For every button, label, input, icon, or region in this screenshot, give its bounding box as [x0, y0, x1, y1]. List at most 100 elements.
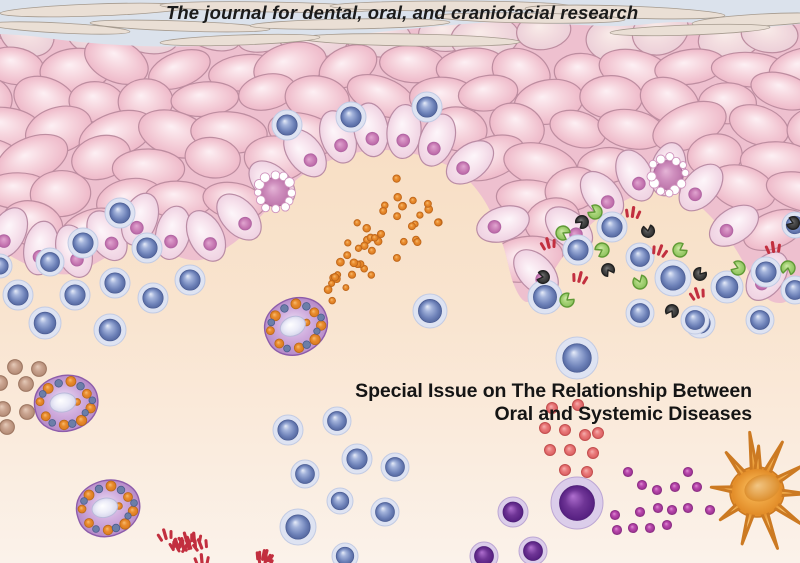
bacterium-orange	[349, 258, 359, 268]
bacterium-orange	[362, 223, 371, 233]
cell-body	[375, 502, 395, 522]
immune-cell-blue	[562, 234, 594, 266]
rose-signal-dot	[592, 427, 604, 439]
rose-signal-dot	[572, 399, 584, 411]
vesicle-bead	[671, 156, 681, 166]
green-cytokine-icon	[632, 274, 648, 290]
red-bacterium	[197, 534, 203, 544]
black-cytokine-icon	[536, 270, 550, 285]
cell-membrane	[0, 207, 29, 259]
immune-cell-blue	[326, 487, 354, 515]
rose-signal-chain	[539, 399, 604, 478]
granule-blue	[313, 327, 321, 335]
red-bacterium	[156, 533, 163, 542]
bacterium-orange	[354, 244, 363, 252]
vesicle-bead	[253, 188, 263, 197]
granule-blue	[283, 344, 291, 353]
macrophage-cell	[263, 296, 329, 356]
engulfed-bacterium-orange	[274, 338, 285, 349]
rose-signal-dot	[544, 444, 556, 456]
magenta-signal-dot	[666, 504, 678, 516]
cell-nucleus	[632, 176, 646, 191]
cell-body	[630, 303, 650, 323]
cell-body	[559, 485, 595, 521]
magenta-signal-dot	[682, 466, 694, 478]
red-bacterium	[193, 557, 199, 563]
cell-body	[502, 501, 524, 523]
immune-cell-blue	[131, 232, 163, 264]
cell-body	[601, 216, 623, 238]
immune-cell-blue	[271, 109, 303, 141]
cell-body	[64, 284, 86, 306]
granule-blue	[54, 379, 63, 388]
tan-vesicle	[18, 376, 34, 392]
magenta-signal-dot	[611, 524, 623, 536]
granule-blue	[94, 484, 104, 494]
vesicle-bead	[656, 186, 666, 196]
mucus-streak	[609, 23, 771, 37]
granule-blue	[116, 485, 126, 495]
red-bacterium	[572, 273, 576, 283]
immune-cell-blue	[780, 275, 800, 305]
vesicle-bead	[270, 170, 281, 181]
immune-cell-blue	[625, 242, 655, 272]
cell-body	[418, 299, 442, 323]
cell-membrane	[445, 140, 495, 185]
red-bacterium	[257, 557, 262, 563]
red-bacterium	[263, 554, 268, 563]
green-cytokine-icon	[730, 260, 746, 276]
red-bacteria-cluster	[257, 554, 274, 563]
cell-body	[327, 411, 347, 431]
immune-cell-blue	[555, 336, 599, 380]
cell-body	[335, 546, 355, 563]
immune-cell-blue	[0, 253, 13, 279]
tan-vesicle	[31, 361, 47, 377]
red-bacterium	[552, 239, 556, 249]
engulfed-bacterium-orange	[84, 518, 94, 528]
cell-nucleus	[238, 216, 252, 231]
red-bacterium	[764, 245, 771, 254]
vesicle-bead	[280, 202, 290, 212]
red-bacterium	[171, 540, 176, 550]
engulfed-bacterium-orange	[119, 518, 131, 530]
bacterium-orange	[409, 196, 417, 205]
vesicle-bead	[278, 171, 289, 182]
red-bacterium	[770, 241, 776, 253]
mucus-streak	[0, 21, 131, 35]
magenta-signal-dot	[691, 481, 703, 493]
engulfed-bacterium-orange	[123, 492, 133, 502]
vesicle-bead	[665, 152, 675, 162]
red-bacterium	[694, 287, 700, 299]
cell-body	[755, 261, 777, 283]
vesicle-bead	[679, 161, 687, 170]
cell-nucleus	[427, 141, 441, 156]
vesicle-bead	[255, 195, 266, 205]
cell-nucleus	[303, 153, 318, 167]
immune-cell-blue	[174, 264, 206, 296]
cell-body	[33, 311, 57, 335]
red-bacteria-cluster	[185, 531, 203, 545]
red-bacterium	[265, 553, 272, 563]
rose-signal-dot	[559, 464, 571, 476]
bacterium-orange	[379, 206, 388, 215]
cell-body	[276, 114, 298, 136]
bacterium-orange	[344, 239, 352, 247]
magenta-signal-dot	[661, 519, 673, 531]
cell-membrane	[417, 113, 457, 167]
granule-blue	[76, 382, 85, 391]
rose-signal-dot	[579, 429, 591, 441]
immune-cells	[0, 197, 800, 563]
vesicle-bead	[253, 178, 265, 190]
cell-membrane	[708, 204, 760, 247]
red-bacteria-cluster	[572, 271, 589, 285]
red-bacterium	[777, 243, 781, 253]
engulfed-bacterium-orange	[269, 310, 281, 322]
vesicle-bead	[261, 203, 271, 213]
black-cytokine-icon	[665, 304, 679, 318]
red-bacterium	[192, 531, 197, 544]
green-cytokine-icon	[587, 204, 603, 220]
granule-blue	[111, 523, 121, 533]
bacterium-orange	[393, 212, 402, 221]
bacterium-orange	[416, 211, 424, 219]
magenta-signal-dot	[644, 522, 656, 534]
